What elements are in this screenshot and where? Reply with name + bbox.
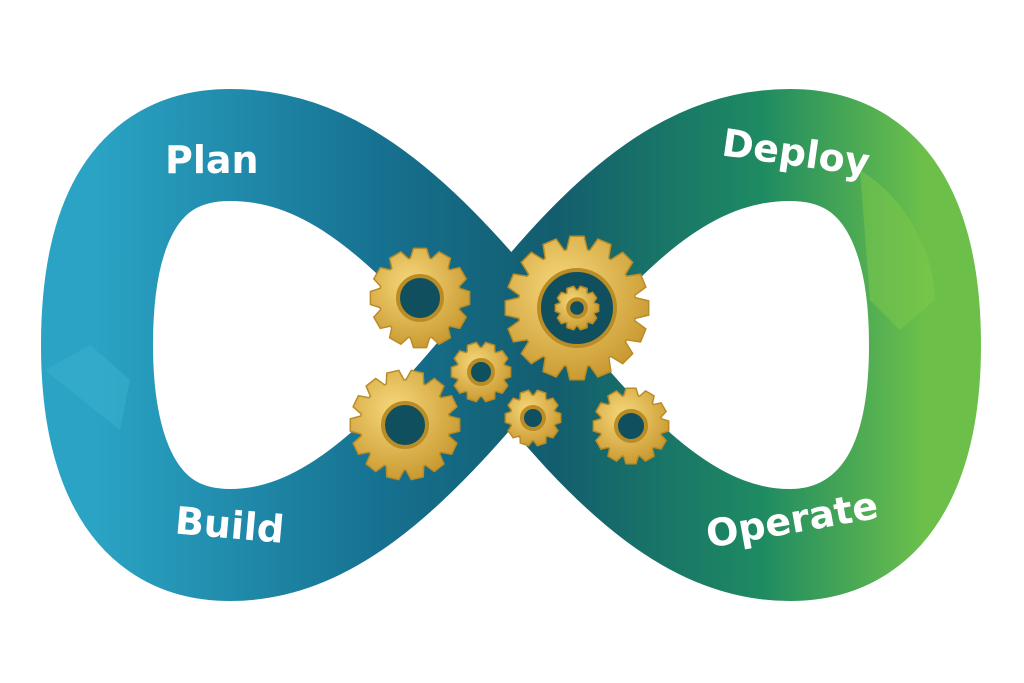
- gear-icon: [504, 389, 562, 447]
- gear-icon: [592, 387, 670, 465]
- gears-cluster: [349, 235, 670, 481]
- infinity-loop: [41, 89, 981, 601]
- gear-icon: [554, 285, 600, 331]
- gear-icon: [450, 341, 512, 403]
- stage-label-build: Build: [173, 498, 286, 551]
- gear-icon: [369, 247, 471, 349]
- left-loop-highlight: [45, 345, 130, 430]
- gear-icon: [349, 369, 461, 481]
- right-loop-highlight: [860, 170, 935, 330]
- stage-label-plan: Plan: [165, 138, 259, 182]
